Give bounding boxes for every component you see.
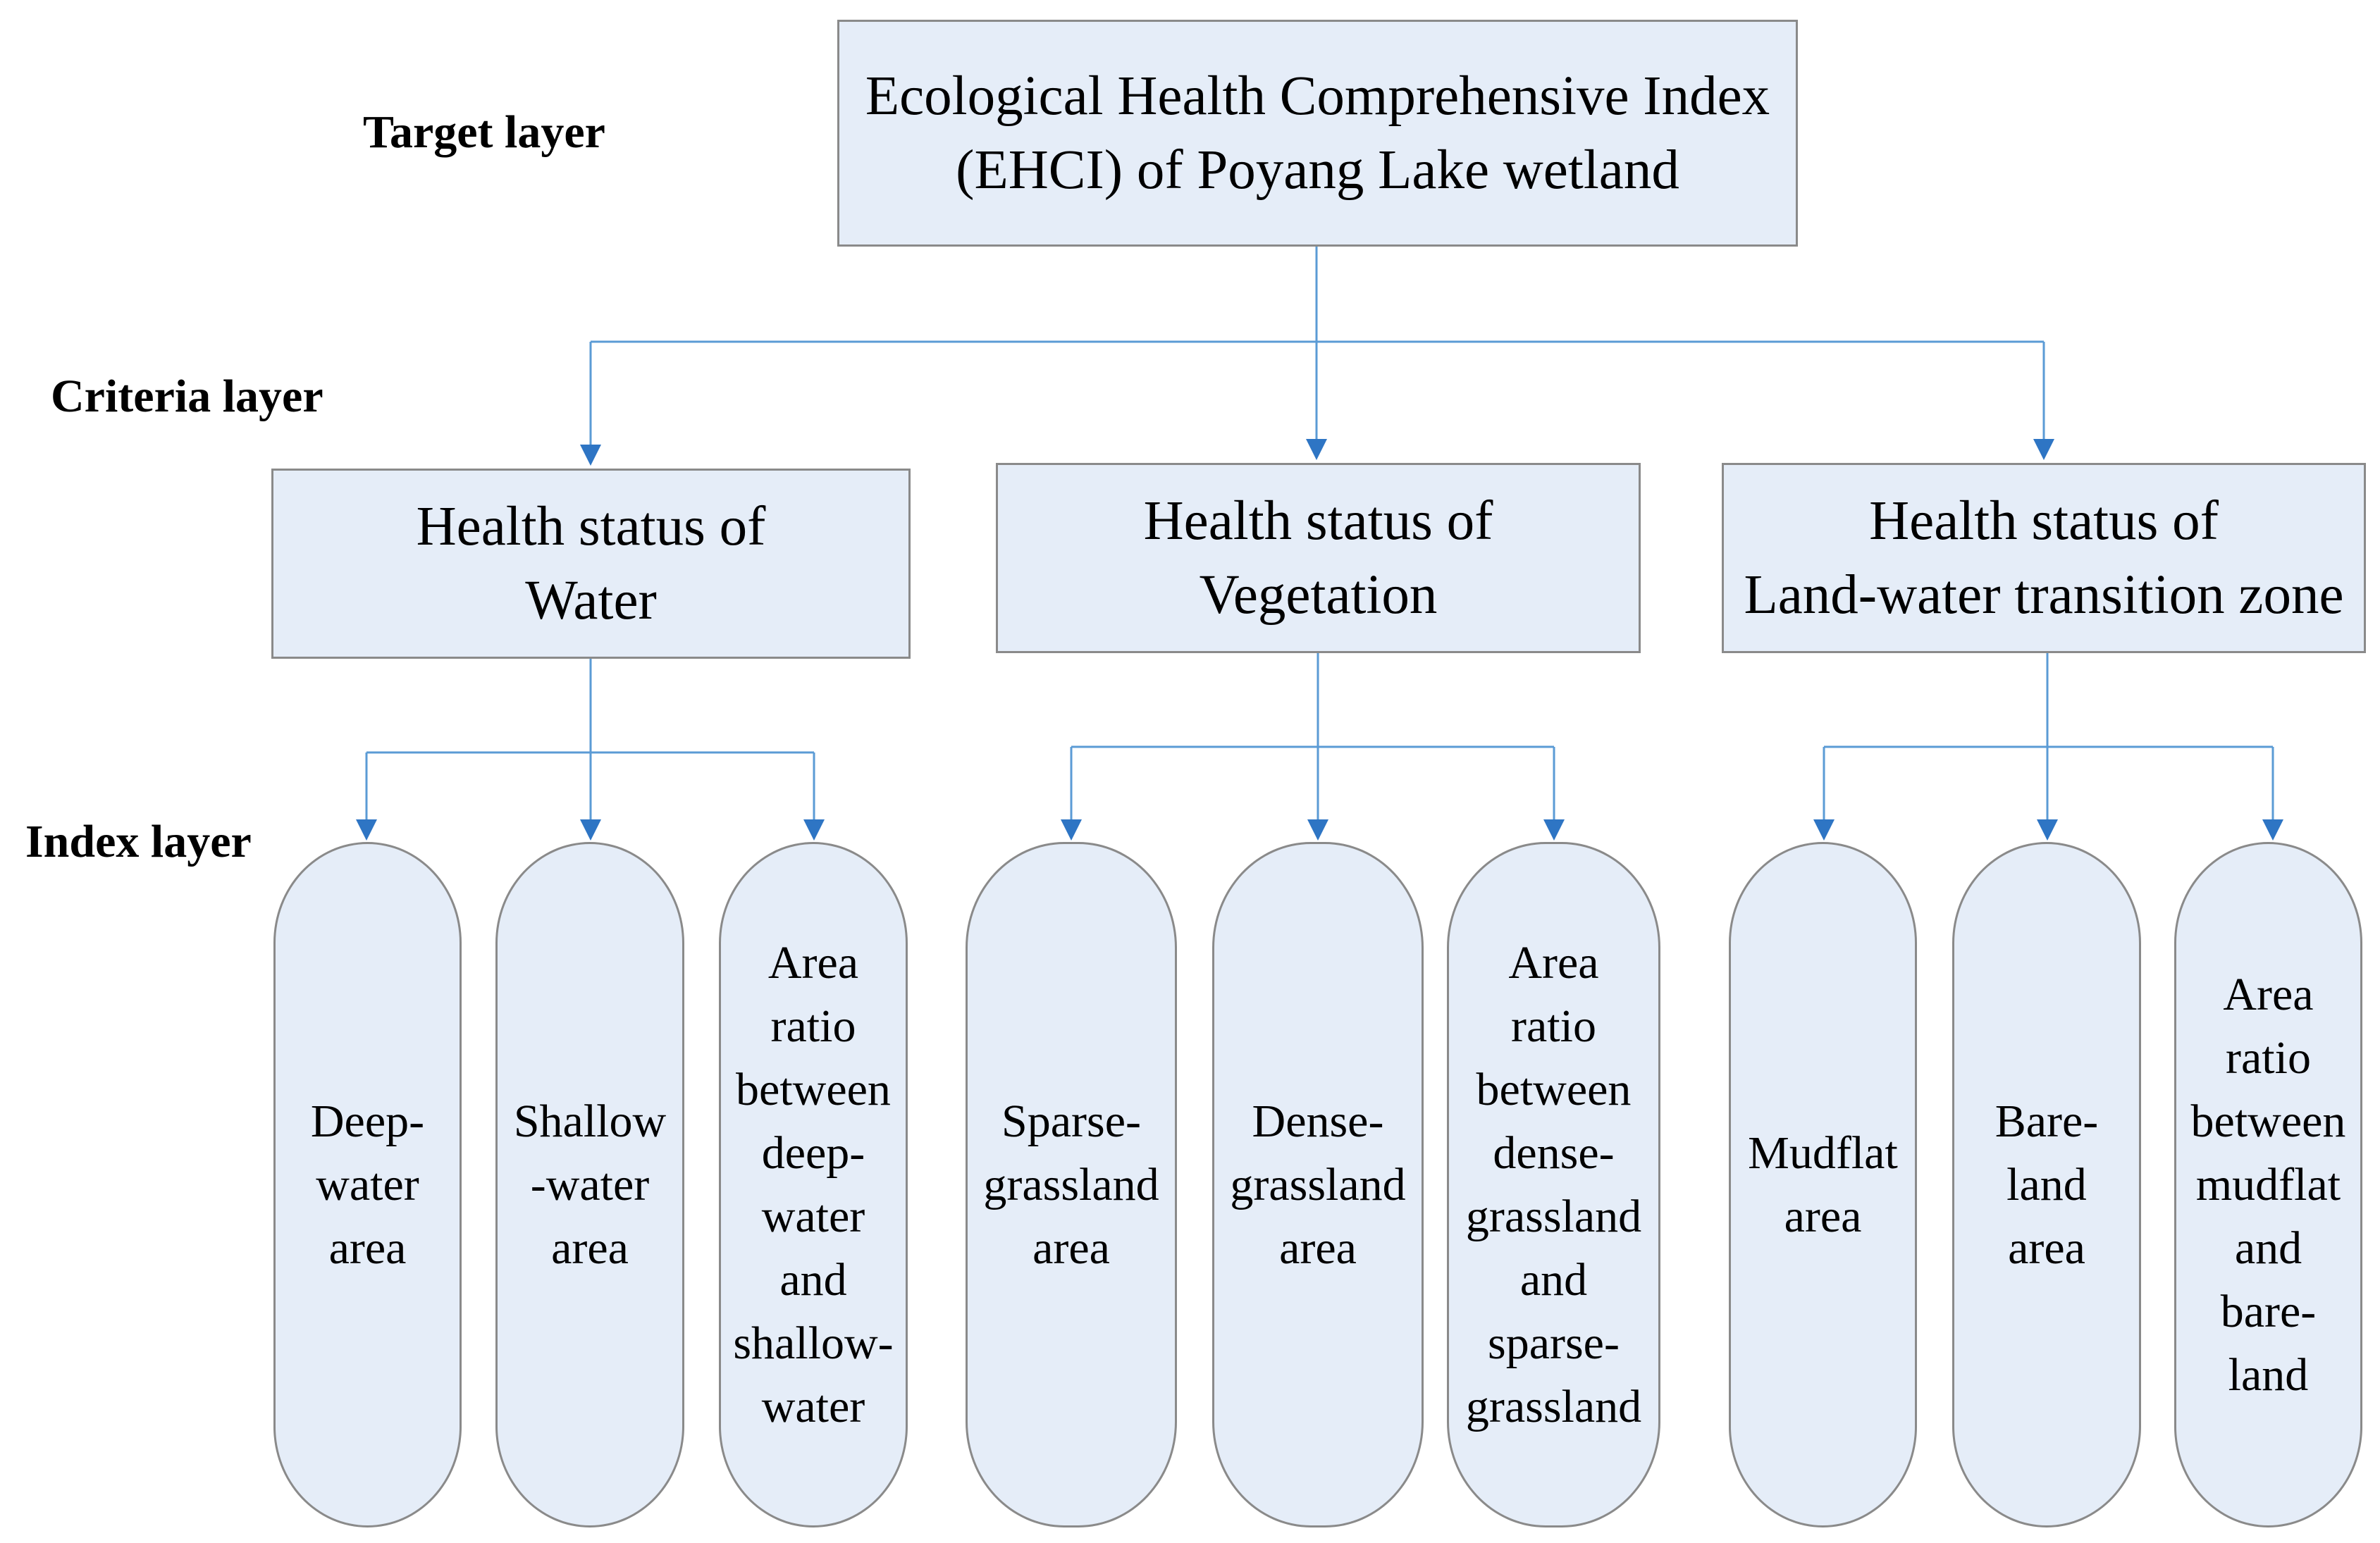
criteria-vegetation-line-2: Vegetation xyxy=(1199,564,1438,626)
index-area-ratio-deep-shallow-water: Area ratio between deep- water and shall… xyxy=(719,842,908,1527)
index-text-line: Sparse- xyxy=(1001,1095,1141,1147)
index-text-line: and xyxy=(1519,1253,1588,1306)
index-text-line: grassland xyxy=(983,1158,1159,1210)
target-line-1: Ecological Health Comprehensive Index xyxy=(865,66,1770,127)
index-text-line: ratio xyxy=(770,1000,856,1052)
index-text-line: Deep- xyxy=(310,1095,425,1147)
index-text-line: area xyxy=(1279,1222,1357,1274)
index-text-line: between xyxy=(1476,1063,1632,1115)
index-text-line: water xyxy=(316,1158,419,1210)
index-text-line: Area xyxy=(1508,936,1599,989)
index-text-line: water xyxy=(761,1380,865,1432)
index-text-line: shallow- xyxy=(733,1317,894,1369)
index-text-line: bare- xyxy=(2220,1285,2317,1337)
index-text-line: Bare- xyxy=(1994,1095,2099,1147)
index-text-line: and xyxy=(2234,1222,2302,1274)
index-area-ratio-mudflat-bare-land: Area ratio between mudflat and bare- lan… xyxy=(2174,842,2362,1527)
criteria-transition-line-1: Health status of xyxy=(1869,490,2219,552)
criteria-water-line-1: Health status of xyxy=(416,496,766,557)
target-line-2: (EHCI) of Poyang Lake wetland xyxy=(956,140,1679,201)
index-text-line: dense- xyxy=(1493,1127,1615,1179)
index-dense-grassland-area: Dense- grassland area xyxy=(1212,842,1424,1527)
index-text-line: grassland xyxy=(1465,1190,1642,1242)
index-mudflat-area: Mudflat area xyxy=(1729,842,1917,1527)
index-text-line: between xyxy=(2190,1095,2346,1147)
index-deep-water-area: Deep- water area xyxy=(273,842,462,1527)
index-text-line: Shallow xyxy=(513,1095,667,1147)
index-text-line: water xyxy=(761,1190,865,1242)
index-text-line: Mudflat xyxy=(1748,1127,1898,1179)
index-text-line: and xyxy=(779,1253,847,1306)
index-text-line: ratio xyxy=(2226,1031,2311,1084)
index-text-line: Area xyxy=(767,936,859,989)
index-text-line: grassland xyxy=(1230,1158,1406,1210)
criteria-transition-line-2: Land-water transition zone xyxy=(1744,564,2344,626)
index-shallow-water-area: Shallow -water area xyxy=(495,842,684,1527)
index-text-line: area xyxy=(2008,1222,2085,1274)
target-ehci-box: Ecological Health Comprehensive Index (E… xyxy=(837,20,1798,247)
index-text-line: area xyxy=(551,1222,629,1274)
criteria-water-box: Health status of Water xyxy=(271,469,911,659)
index-text-line: -water xyxy=(530,1158,650,1210)
criteria-vegetation-line-1: Health status of xyxy=(1143,490,1493,552)
index-layer-label: Index layer xyxy=(25,816,252,867)
index-text-line: area xyxy=(1032,1222,1110,1274)
criteria-vegetation-box: Health status of Vegetation xyxy=(996,463,1641,653)
index-text-line: deep- xyxy=(761,1127,865,1179)
criteria-water-line-2: Water xyxy=(525,570,657,631)
index-text-line: grassland xyxy=(1465,1380,1642,1432)
target-layer-label: Target layer xyxy=(363,106,605,158)
index-text-line: sparse- xyxy=(1488,1317,1620,1369)
criteria-transition-box: Health status of Land-water transition z… xyxy=(1722,463,2366,653)
index-sparse-grassland-area: Sparse- grassland area xyxy=(966,842,1177,1527)
index-text-line: between xyxy=(736,1063,891,1115)
index-text-line: area xyxy=(1784,1190,1862,1242)
index-bare-land-area: Bare- land area xyxy=(1952,842,2141,1527)
index-text-line: land xyxy=(2228,1349,2309,1401)
index-text-line: land xyxy=(2006,1158,2087,1210)
index-text-line: area xyxy=(328,1222,407,1274)
criteria-layer-label: Criteria layer xyxy=(51,371,323,422)
index-area-ratio-dense-sparse-grassland: Area ratio between dense- grassland and … xyxy=(1447,842,1660,1527)
index-text-line: mudflat xyxy=(2195,1158,2341,1210)
index-text-line: Area xyxy=(2223,968,2314,1020)
index-text-line: ratio xyxy=(1511,1000,1596,1052)
index-text-line: Dense- xyxy=(1252,1095,1384,1147)
